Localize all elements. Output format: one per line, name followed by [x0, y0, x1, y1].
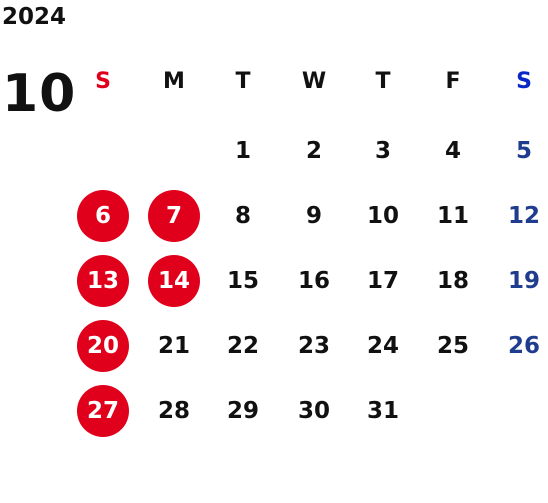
holiday-marker — [77, 320, 129, 372]
day-cell-20: 20 — [86, 333, 119, 359]
day-cell-4: 4 — [444, 138, 461, 164]
holiday-marker — [77, 190, 129, 242]
day-cell-9: 9 — [305, 203, 322, 229]
day-cell-19: 19 — [507, 268, 540, 294]
day-cell-22: 22 — [226, 333, 259, 359]
day-cell-7: 7 — [165, 203, 182, 229]
holiday-marker — [148, 255, 200, 307]
day-cell-30: 30 — [297, 398, 330, 424]
day-cell-14: 14 — [157, 268, 190, 294]
weekday-header-sat: S — [516, 68, 532, 94]
day-cell-10: 10 — [366, 203, 399, 229]
day-cell-1: 1 — [234, 138, 251, 164]
day-cell-15: 15 — [226, 268, 259, 294]
weekday-header-thu: T — [375, 68, 391, 94]
day-cell-18: 18 — [436, 268, 469, 294]
day-cell-31: 31 — [366, 398, 399, 424]
weekday-header-sun: S — [95, 68, 111, 94]
day-cell-21: 21 — [157, 333, 190, 359]
day-cell-12: 12 — [507, 203, 540, 229]
day-cell-6: 6 — [94, 203, 111, 229]
day-cell-28: 28 — [157, 398, 190, 424]
day-cell-3: 3 — [374, 138, 391, 164]
weekday-header-wed: W — [301, 68, 327, 94]
weekday-header-mon: M — [163, 68, 185, 94]
day-cell-24: 24 — [366, 333, 399, 359]
day-cell-8: 8 — [234, 203, 251, 229]
month-label: 10 — [2, 64, 77, 124]
day-cell-13: 13 — [86, 268, 119, 294]
day-cell-2: 2 — [305, 138, 322, 164]
day-cell-29: 29 — [226, 398, 259, 424]
holiday-marker — [148, 190, 200, 242]
day-cell-25: 25 — [436, 333, 469, 359]
day-cell-27: 27 — [86, 398, 119, 424]
day-cell-11: 11 — [436, 203, 469, 229]
day-cell-5: 5 — [515, 138, 532, 164]
weekday-header-fri: F — [445, 68, 461, 94]
day-cell-17: 17 — [366, 268, 399, 294]
holiday-marker — [77, 385, 129, 437]
day-cell-16: 16 — [297, 268, 330, 294]
year-label: 2024 — [2, 4, 67, 30]
holiday-marker — [77, 255, 129, 307]
weekday-header-tue: T — [235, 68, 251, 94]
day-cell-23: 23 — [297, 333, 330, 359]
day-cell-26: 26 — [507, 333, 540, 359]
